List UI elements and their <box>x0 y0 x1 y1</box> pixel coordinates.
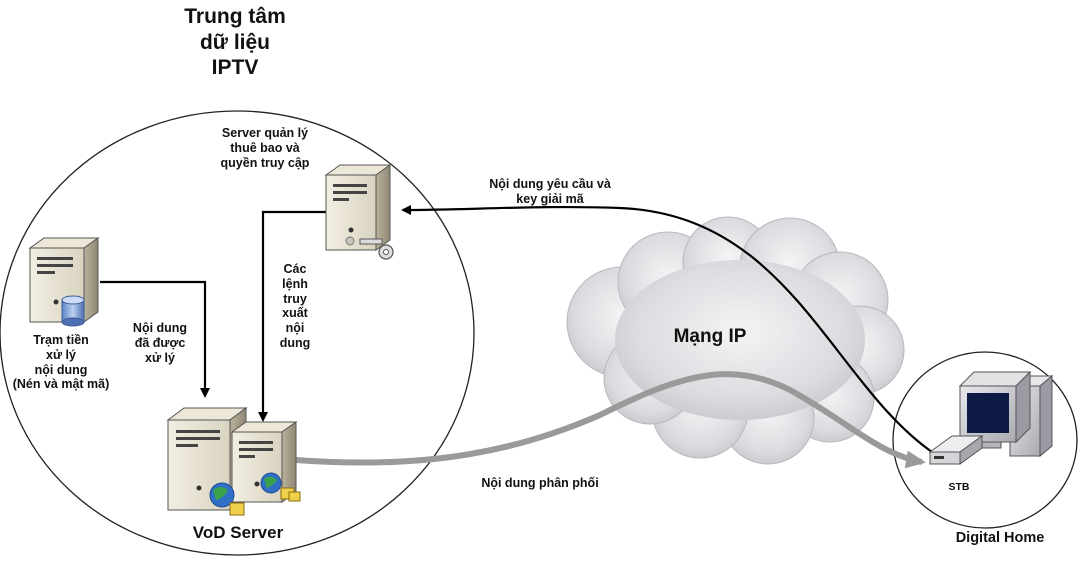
digital-home-boundary <box>892 351 1078 529</box>
data-center-boundary <box>0 110 475 556</box>
digital-home-label: Digital Home <box>955 530 1045 546</box>
edge-processed-content <box>100 280 210 398</box>
globe-icon <box>209 472 282 508</box>
subscriber-server-label: Server quản lý thuê bao và quyền truy cậ… <box>220 126 310 170</box>
preprocessing-station-icon <box>28 237 100 327</box>
package-icon <box>229 487 301 516</box>
title-line: IPTV <box>211 56 259 80</box>
preprocessing-station-label: Trạm tiền xử lý nội dung (Nén và mật mã) <box>12 333 110 392</box>
title-line: Trung tâm <box>184 5 286 28</box>
stb-label: STB <box>948 481 970 493</box>
key-icon <box>359 238 394 260</box>
edge-content-commands <box>258 210 326 422</box>
edge-request-key <box>401 204 933 453</box>
request-key-label: Nội dung yêu cầu và key giải mã <box>489 177 611 206</box>
processed-content-label: Nội dung đã được xử lý <box>132 321 188 365</box>
title-line: dữ liệu <box>199 30 271 54</box>
edge-distribution <box>295 371 926 469</box>
content-commands-label: Các lệnh truy xuất nội dung <box>279 262 311 350</box>
database-icon <box>61 295 85 327</box>
subscriber-server-icon <box>324 164 394 260</box>
computer-icon <box>958 370 1054 458</box>
distribution-label: Nội dung phân phối <box>481 476 599 490</box>
ip-network-label: Mạng IP <box>673 326 747 347</box>
data-center-title: Trung tâm dữ liệu IPTV <box>150 4 320 81</box>
vod-server-label: VoD Server <box>192 523 284 542</box>
set-top-box-icon <box>928 435 984 465</box>
vod-server-icon <box>166 407 301 516</box>
